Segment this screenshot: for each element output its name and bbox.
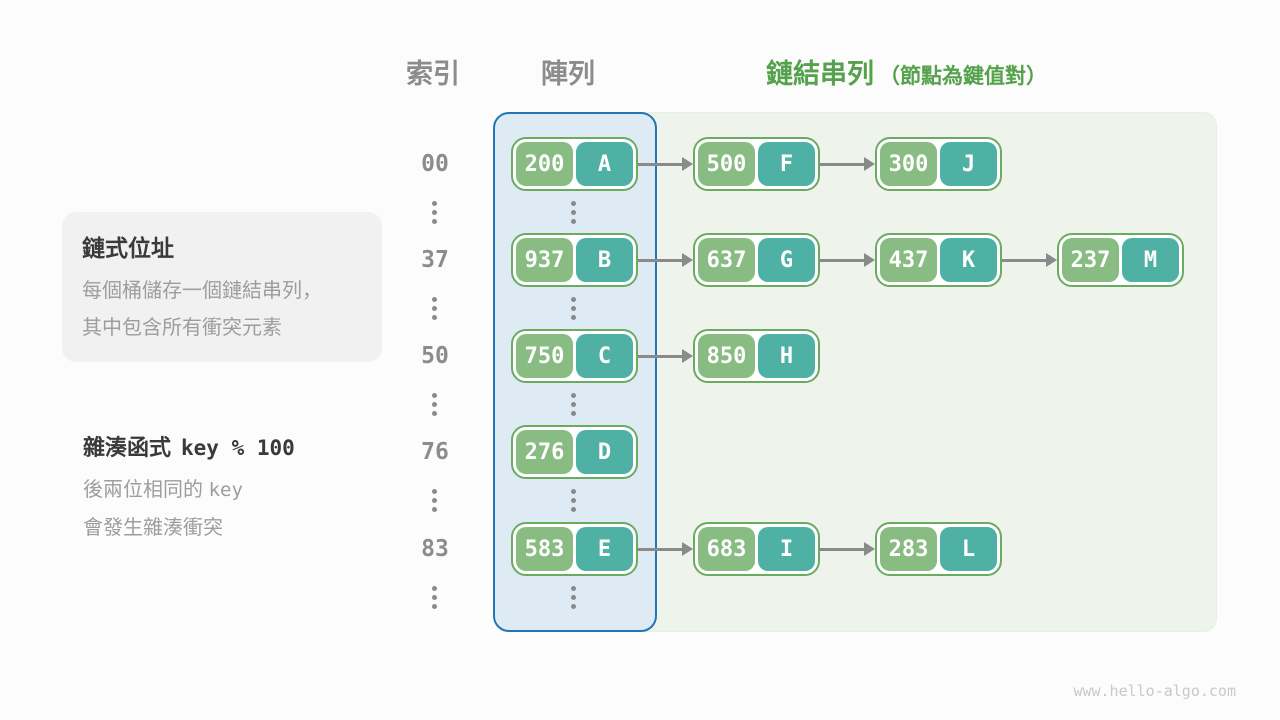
vertical-ellipsis-icon	[571, 586, 576, 609]
vertical-ellipsis-icon	[432, 201, 437, 224]
bucket-row: 50 750 C 850 H	[420, 329, 820, 383]
pair-value: C	[576, 334, 633, 378]
pair-node: 283 L	[875, 522, 1002, 576]
pair-key: 237	[1062, 238, 1119, 282]
callout-line: 其中包含所有衝突元素	[82, 317, 282, 339]
hash-note-line-text: 後兩位相同的	[83, 479, 203, 501]
pair-key: 283	[880, 527, 937, 571]
chaining-callout: 鏈式位址 每個桶儲存一個鏈結串列， 其中包含所有衝突元素	[62, 212, 382, 362]
vertical-ellipsis-icon	[432, 297, 437, 320]
pair-node: 437 K	[875, 233, 1002, 287]
bucket-row: 00 200 A 500 F 300 J	[420, 137, 1002, 191]
hash-function-code: key % 100	[181, 436, 295, 460]
pair-value: F	[758, 142, 815, 186]
pair-key: 637	[698, 238, 755, 282]
bucket-row: 83 583 E 683 I 283 L	[420, 522, 1002, 576]
vertical-ellipsis-icon	[432, 586, 437, 609]
vertical-ellipsis-icon	[571, 393, 576, 416]
vertical-ellipsis-icon	[432, 393, 437, 416]
header-index: 索引	[406, 59, 460, 89]
bucket-index: 76	[421, 439, 449, 465]
hash-function-title-text: 雜湊函式	[83, 435, 172, 460]
hash-function-title: 雜湊函式 key % 100	[83, 430, 295, 462]
pair-key: 437	[880, 238, 937, 282]
pair-value: G	[758, 238, 815, 282]
pair-node: 583 E	[511, 522, 638, 576]
pair-key: 750	[516, 334, 573, 378]
hash-note-line: 後兩位相同的 key	[83, 471, 295, 509]
arrow-icon	[820, 157, 875, 171]
bucket-index: 50	[421, 343, 449, 369]
callout-line: 每個桶儲存一個鏈結串列，	[82, 280, 322, 302]
pair-value: H	[758, 334, 815, 378]
pair-node: 637 G	[693, 233, 820, 287]
callout-title: 鏈式位址	[82, 235, 174, 261]
vertical-ellipsis-icon	[571, 297, 576, 320]
arrow-icon	[820, 253, 875, 267]
pair-node: 850 H	[693, 329, 820, 383]
arrow-icon	[638, 157, 693, 171]
hash-note-line-code: key	[208, 479, 243, 501]
arrow-icon	[638, 253, 693, 267]
vertical-ellipsis-icon	[432, 489, 437, 512]
pair-key: 583	[516, 527, 573, 571]
pair-key: 500	[698, 142, 755, 186]
pair-node: 683 I	[693, 522, 820, 576]
pair-key: 850	[698, 334, 755, 378]
pair-node: 237 M	[1057, 233, 1184, 287]
vertical-ellipsis-icon	[571, 489, 576, 512]
pair-value: J	[940, 142, 997, 186]
pair-node: 276 D	[511, 425, 638, 479]
header-linked-list-label: 鏈結串列	[766, 59, 874, 89]
bucket-index: 37	[421, 247, 449, 273]
arrow-icon	[820, 542, 875, 556]
pair-key: 937	[516, 238, 573, 282]
pair-value: B	[576, 238, 633, 282]
hash-function-note: 雜湊函式 key % 100 後兩位相同的 key 會發生雜湊衝突	[83, 430, 295, 547]
pair-value: L	[940, 527, 997, 571]
header-linked-list: 鏈結串列 （節點為鍵值對）	[766, 52, 1047, 91]
pair-node: 750 C	[511, 329, 638, 383]
pair-key: 300	[880, 142, 937, 186]
arrow-icon	[638, 349, 693, 363]
bucket-index: 00	[421, 151, 449, 177]
pair-value: A	[576, 142, 633, 186]
pair-node: 200 A	[511, 137, 638, 191]
hash-note-line: 會發生雜湊衝突	[83, 517, 223, 539]
pair-node: 937 B	[511, 233, 638, 287]
pair-value: D	[576, 430, 633, 474]
pair-value: M	[1122, 238, 1179, 282]
pair-key: 683	[698, 527, 755, 571]
pair-value: K	[940, 238, 997, 282]
bucket-row: 76 276 D	[420, 425, 638, 479]
arrow-icon	[1002, 253, 1057, 267]
header-linked-list-note: （節點為鍵值對）	[879, 65, 1047, 88]
pair-key: 276	[516, 430, 573, 474]
header-array: 陣列	[541, 59, 595, 89]
pair-value: E	[576, 527, 633, 571]
bucket-index: 83	[421, 536, 449, 562]
pair-value: I	[758, 527, 815, 571]
vertical-ellipsis-icon	[571, 201, 576, 224]
pair-key: 200	[516, 142, 573, 186]
watermark: www.hello-algo.com	[1073, 682, 1236, 700]
arrow-icon	[638, 542, 693, 556]
bucket-row: 37 937 B 637 G 437 K 237 M	[420, 233, 1184, 287]
pair-node: 300 J	[875, 137, 1002, 191]
pair-node: 500 F	[693, 137, 820, 191]
